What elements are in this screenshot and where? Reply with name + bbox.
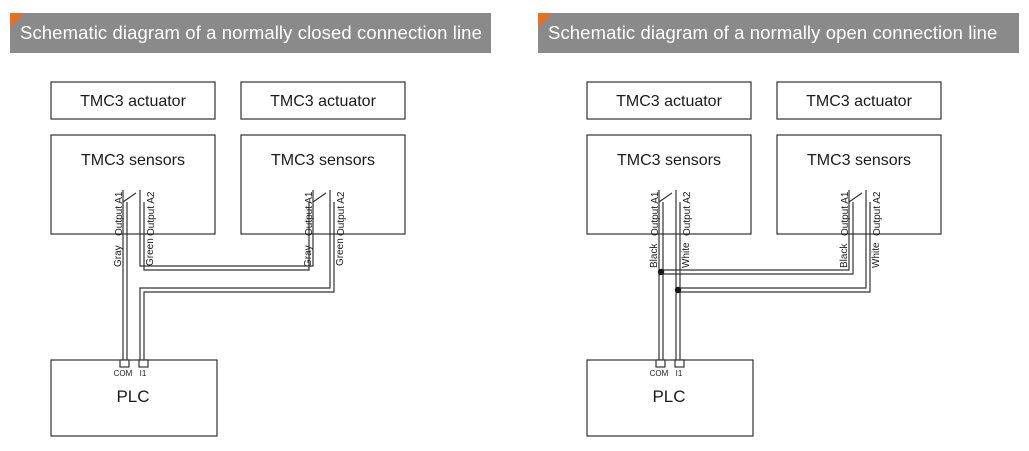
- plc-terminal-com: [655, 359, 666, 368]
- title-normally-open: Schematic diagram of a normally open con…: [548, 22, 998, 43]
- wire-parallel-i1: [678, 202, 867, 289]
- plc-box: [50, 359, 218, 437]
- title-bar-normally-closed: Schematic diagram of a normally closed c…: [10, 13, 491, 53]
- sensor-label: TMC3 sensors: [271, 152, 375, 169]
- output-a1-label: Output A1: [840, 191, 851, 236]
- plc-terminal-i1: [138, 359, 149, 368]
- plc-terminal-com: [119, 359, 130, 368]
- sensor-label: TMC3 sensors: [81, 152, 185, 169]
- wire-i1: [143, 202, 335, 360]
- wire-color-a2: White: [681, 242, 692, 268]
- plc-label: PLC: [116, 387, 149, 406]
- wire-i1: [139, 202, 331, 360]
- wire-parallel-com: [661, 202, 850, 271]
- actuator-label: TMC3 actuator: [616, 93, 722, 110]
- wire-color-a1: Black: [649, 243, 660, 268]
- title-accent-corner: [538, 13, 552, 27]
- terminal-com-label: COM: [114, 369, 133, 378]
- title-accent-corner: [10, 13, 24, 27]
- sensor-box: [586, 134, 752, 235]
- output-a2-label: Output A2: [872, 191, 883, 236]
- plc-terminal-i1: [674, 359, 685, 368]
- actuator-label: TMC3 actuator: [270, 93, 376, 110]
- wire-color-a1: Gray: [113, 245, 124, 267]
- output-a2-label: Output A2: [336, 191, 347, 236]
- title-bar-normally-open: Schematic diagram of a normally open con…: [538, 13, 1019, 53]
- plc-box: [586, 359, 754, 437]
- wire-color-a2: White: [871, 242, 882, 268]
- terminal-i1-label: I1: [140, 369, 147, 378]
- terminal-i1-label: I1: [676, 369, 683, 378]
- sensor-box: [50, 134, 216, 235]
- diagram-normally-closed: TMC3 actuator TMC3 actuator TMC3 sensors…: [50, 81, 406, 437]
- output-a1-label: Output A1: [114, 191, 125, 236]
- junction-dot: [674, 286, 682, 294]
- actuator-label: TMC3 actuator: [806, 93, 912, 110]
- wire-color-a2: Green: [335, 238, 346, 266]
- sensor-box: [240, 134, 406, 235]
- switch-blade: [122, 192, 137, 203]
- diagram-normally-open: TMC3 actuator TMC3 actuator TMC3 sensors…: [586, 81, 942, 437]
- terminal-com-label: COM: [650, 369, 669, 378]
- sensor-label: TMC3 sensors: [617, 152, 721, 169]
- wire-parallel-i1: [678, 202, 871, 293]
- wire-parallel-com: [661, 202, 854, 275]
- wire-series: [139, 202, 314, 267]
- actuator-box: [50, 81, 216, 120]
- switch-blade: [658, 192, 673, 203]
- output-a2-label: Output A2: [146, 191, 157, 236]
- output-a2-label: Output A2: [682, 191, 693, 236]
- sensor-box: [776, 134, 942, 235]
- wire-color-a1: Black: [839, 243, 850, 268]
- output-a1-label: Output A1: [650, 191, 661, 236]
- sensor-label: TMC3 sensors: [807, 152, 911, 169]
- title-normally-closed: Schematic diagram of a normally closed c…: [20, 22, 482, 43]
- actuator-box: [586, 81, 752, 120]
- switch-blade: [848, 192, 863, 203]
- wire-color-a2: Green: [145, 238, 156, 266]
- switch-blade: [312, 192, 327, 203]
- actuator-box: [240, 81, 406, 120]
- actuator-label: TMC3 actuator: [80, 93, 186, 110]
- actuator-box: [776, 81, 942, 120]
- junction-dot: [657, 268, 665, 276]
- wire-series: [143, 202, 310, 271]
- plc-label: PLC: [652, 387, 685, 406]
